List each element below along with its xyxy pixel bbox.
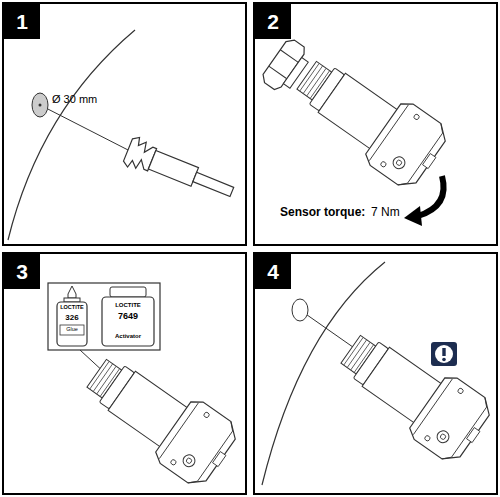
sensor: [285, 45, 453, 194]
warning-dot: [442, 358, 446, 362]
step-number: 3: [4, 254, 40, 289]
warning-circle: [435, 345, 453, 363]
rotation-arrow: [418, 176, 444, 216]
brand-label: LOCTITE: [115, 302, 141, 308]
sensor: [329, 319, 497, 468]
product-type: Glue: [66, 327, 78, 333]
step-number: 2: [255, 4, 291, 39]
glue-bottle: [57, 302, 87, 346]
step-panel: 3: [2, 252, 247, 495]
rotation-arrowhead: [404, 206, 422, 226]
bottle-label: [60, 325, 84, 335]
product-number: 7649: [118, 312, 138, 321]
bottle-cap: [110, 287, 146, 297]
cut-disk: [292, 299, 308, 321]
cut-disk: [32, 93, 48, 117]
torque-label: Sensor torque:: [280, 206, 365, 218]
step-panel: 1: [2, 2, 247, 246]
hole-saw: [122, 135, 238, 207]
warning-bar: [442, 348, 445, 356]
product-type: Activator: [115, 333, 141, 339]
disk-center: [39, 104, 42, 107]
surface-line: [8, 30, 135, 240]
bottle-nozzle: [68, 286, 76, 298]
axis-line: [40, 105, 130, 151]
step-number: 4: [255, 254, 291, 289]
activator-bottle: [102, 297, 154, 346]
product-number: 326: [65, 314, 78, 322]
dimension-label: Ø 30 mm: [52, 94, 97, 105]
brand-label: LOCTITE: [60, 305, 84, 311]
axis-line: [300, 310, 360, 352]
warning-icon: [431, 342, 457, 366]
torque-value: 7 Nm: [371, 206, 400, 218]
sensor: [75, 343, 243, 492]
step-number: 1: [4, 4, 40, 39]
step-panel: 4: [253, 252, 498, 495]
callout-box: [48, 283, 160, 350]
